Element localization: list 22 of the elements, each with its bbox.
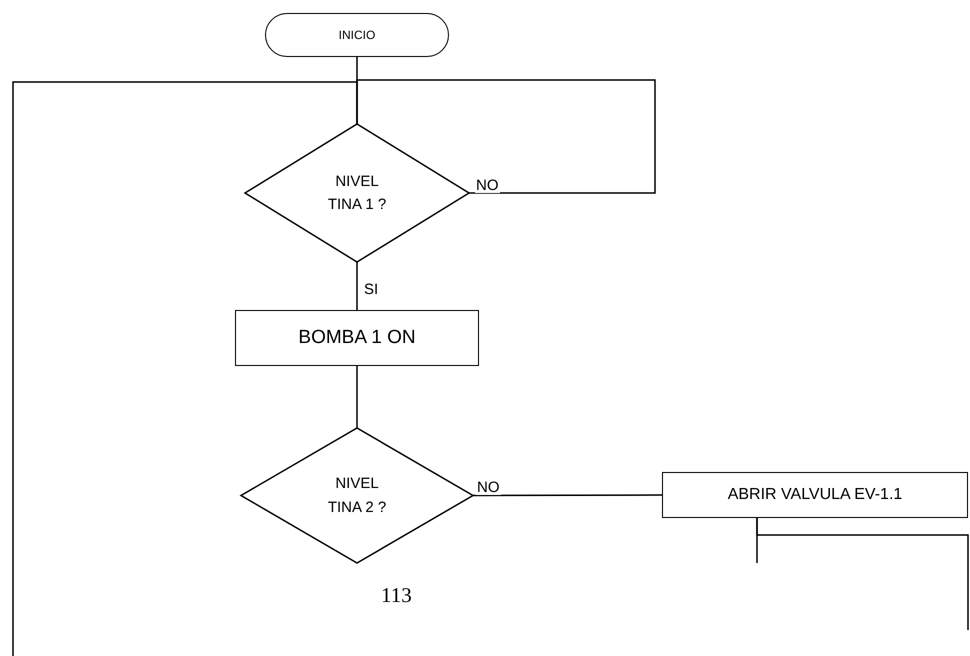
start-terminal	[265, 13, 449, 57]
node-text: NIVEL	[335, 172, 379, 192]
connector-line	[473, 494, 662, 496]
node-text: TINA 1 ?	[328, 195, 386, 215]
edge-label: NO	[476, 480, 500, 495]
node-text: ABRIR VALVULA EV-1.1	[728, 484, 902, 505]
connector-line	[356, 262, 358, 310]
process-box	[235, 310, 479, 366]
edge-label: NO	[475, 178, 500, 193]
process-box	[662, 472, 968, 518]
connector-line	[12, 81, 358, 656]
node-text: TINA 2 ?	[328, 498, 386, 518]
connector-line	[356, 79, 656, 194]
connector-line	[356, 366, 358, 428]
node-text: INICIO	[338, 26, 376, 44]
node-text: NIVEL	[335, 474, 379, 494]
node-text: BOMBA 1 ON	[298, 326, 416, 350]
connector-line	[756, 518, 969, 630]
edge-label: SI	[363, 282, 380, 297]
page-number: 113	[381, 583, 412, 608]
decision-diamond	[245, 124, 469, 262]
decision-diamond	[241, 428, 473, 563]
